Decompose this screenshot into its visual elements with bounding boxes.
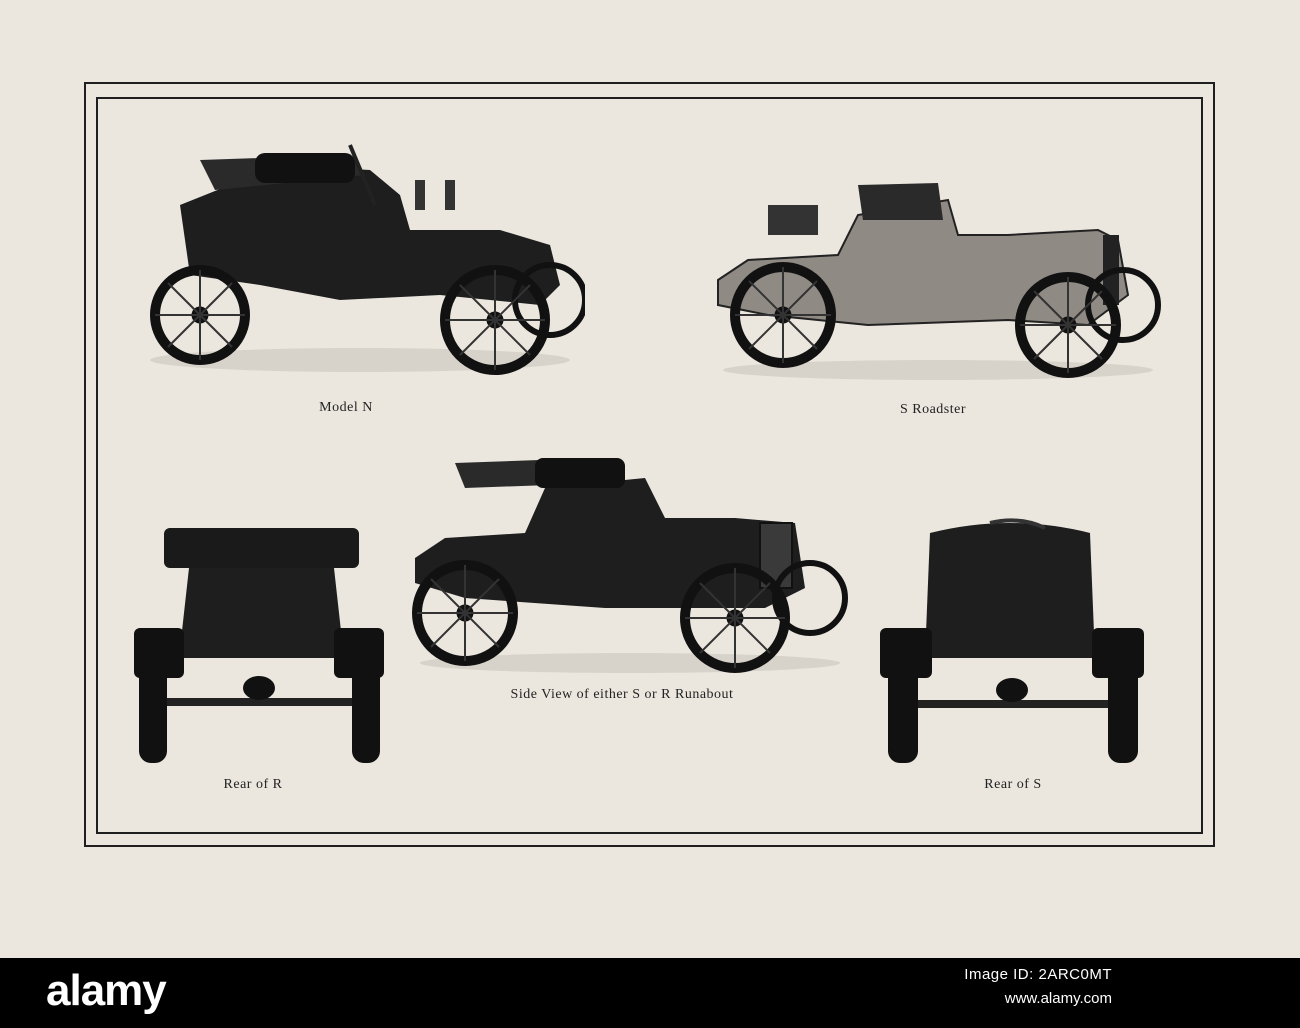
inner-border xyxy=(96,97,1203,834)
caption-model-n: Model N xyxy=(319,400,373,415)
watermark-banner: alamy Image ID: 2ARC0MT www.alamy.com xyxy=(0,958,1300,1028)
alamy-url: www.alamy.com xyxy=(1004,990,1112,1007)
caption-side-view: Side View of either S or R Runabout xyxy=(510,687,734,702)
model-n-illustration xyxy=(140,135,585,380)
side-view-runabout-illustration xyxy=(405,448,850,678)
s-roadster-illustration xyxy=(708,175,1163,385)
rear-of-s-illustration xyxy=(880,518,1145,766)
image-id: Image ID: 2ARC0MT xyxy=(964,966,1112,983)
outer-border xyxy=(84,82,1215,847)
caption-rear-s: Rear of S xyxy=(984,777,1042,792)
rear-of-r-illustration xyxy=(134,528,384,768)
caption-s-roadster: S Roadster xyxy=(899,402,967,417)
catalog-page: Model N S Roadster xyxy=(84,82,1215,847)
alamy-logo: alamy xyxy=(46,966,167,1015)
caption-rear-r: Rear of R xyxy=(223,777,283,792)
